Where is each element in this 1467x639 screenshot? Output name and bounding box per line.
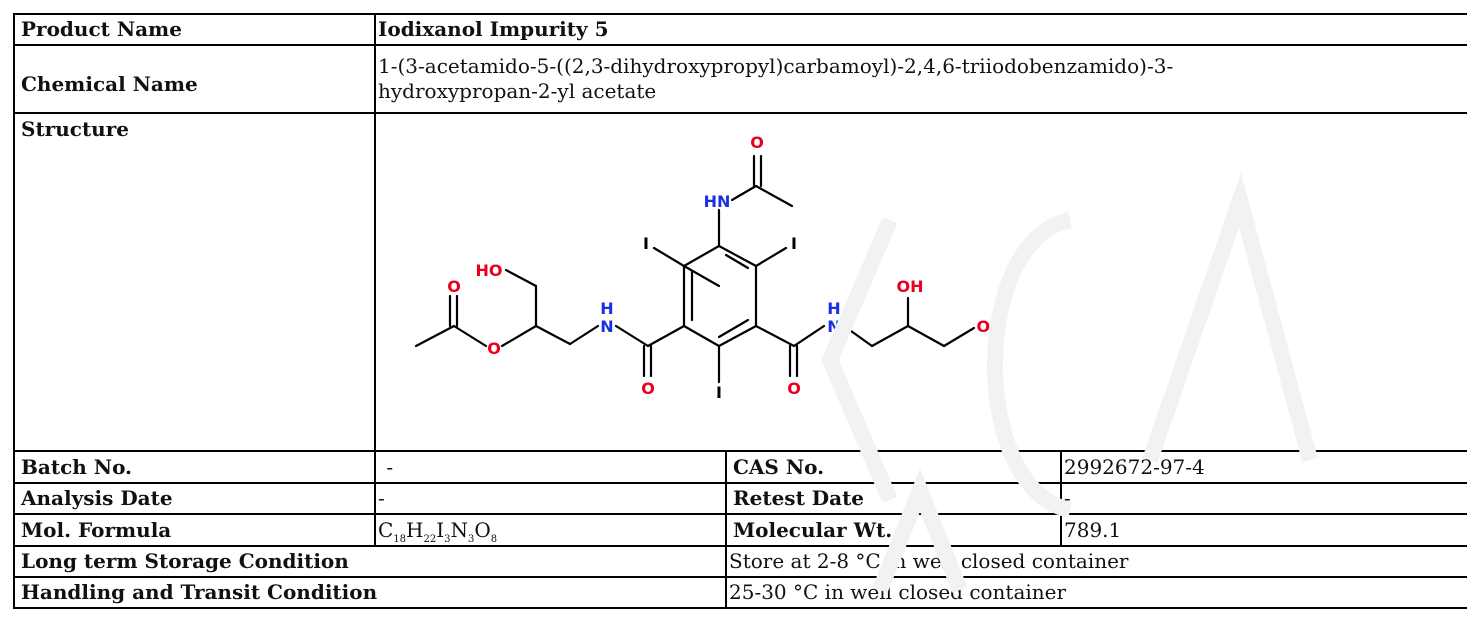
cas-no-label: CAS No.	[725, 450, 1062, 484]
formula-subscript: 3	[444, 533, 451, 545]
handling-transit-label: Handling and Transit Condition	[13, 576, 727, 609]
formula-element-h: H	[406, 517, 424, 542]
analysis-date-value: -	[374, 482, 727, 515]
spec-table: Product Name Iodixanol Impurity 5 Chemic…	[13, 13, 1467, 609]
formula-element-o: O	[474, 517, 491, 542]
product-name-label: Product Name	[13, 13, 376, 46]
long-term-storage-value: Store at 2-8 °C in well closed container	[724, 545, 1467, 578]
long-term-storage-label: Long term Storage Condition	[13, 545, 727, 578]
atom-n-right-h: H	[827, 299, 840, 318]
retest-date-value: -	[1059, 482, 1467, 515]
atom-oh-top: OH	[897, 277, 924, 296]
batch-no-label: Batch No.	[13, 450, 376, 484]
structure-bonds	[414, 154, 976, 384]
atom-o-top: O	[750, 133, 764, 152]
row-chemical-name: Chemical Name 1-(3-acetamido-5-((2,3-dih…	[13, 44, 1467, 114]
formula-subscript: 22	[423, 533, 437, 545]
product-name-value: Iodixanol Impurity 5	[373, 13, 1467, 46]
atom-oh-end: OH	[977, 317, 1004, 336]
row-structure: Structure	[13, 112, 1467, 452]
chemical-name-value: 1-(3-acetamido-5-((2,3-dihydroxypropyl)c…	[373, 44, 1467, 114]
mol-formula-label: Mol. Formula	[13, 513, 376, 547]
formula-element-i: I	[436, 517, 445, 542]
cas-no-value: 2992672-97-4	[1059, 450, 1467, 484]
molecular-wt-label: Molecular Wt.	[725, 513, 1062, 547]
atom-o-ester-carbonyl: O	[447, 277, 461, 296]
row-handling-transit: Handling and Transit Condition 25-30 °C …	[13, 576, 1467, 609]
row-batch: Batch No. - CAS No. 2992672-97-4	[13, 450, 1467, 484]
atom-i-left: I	[643, 234, 649, 253]
structure-cell: O HN I I I HO O O H N O H N O OH OH	[373, 112, 1467, 452]
atom-o-amide-right: O	[787, 379, 801, 398]
mol-formula-value: C18H22I3N3O8	[374, 513, 727, 547]
molecular-wt-value: 789.1	[1059, 513, 1467, 547]
handling-transit-value: 25-30 °C in well closed container	[724, 576, 1467, 609]
atom-i-bottom: I	[716, 383, 722, 402]
formula-subscript: 8	[490, 533, 498, 545]
formula-subscript: 3	[468, 533, 475, 545]
row-dates: Analysis Date - Retest Date -	[13, 482, 1467, 515]
formula-element-n: N	[450, 517, 469, 542]
chemical-structure-drawing: O HN I I I HO O O H N O H N O OH OH	[414, 133, 1004, 402]
structure-label: Structure	[13, 112, 376, 452]
atom-o-amide-left: O	[641, 379, 655, 398]
retest-date-label: Retest Date	[725, 482, 1062, 515]
row-product-name: Product Name Iodixanol Impurity 5	[13, 13, 1467, 46]
chemical-name-label: Chemical Name	[13, 44, 376, 114]
atom-i-right: I	[791, 234, 797, 253]
atom-nh-top: HN	[704, 192, 731, 211]
product-data-sheet: Product Name Iodixanol Impurity 5 Chemic…	[13, 13, 1467, 639]
row-formula: Mol. Formula C18H22I3N3O8 Molecular Wt. …	[13, 513, 1467, 547]
atom-n-right: N	[827, 317, 840, 336]
analysis-date-label: Analysis Date	[13, 482, 376, 515]
atom-ho-left: HO	[476, 261, 503, 280]
structure-atom-labels: O HN I I I HO O O H N O H N O OH OH	[447, 133, 1003, 402]
atom-o-ester: O	[487, 339, 501, 358]
atom-n-left: N	[600, 317, 613, 336]
formula-element-c: C	[378, 517, 394, 542]
atom-n-left-h: H	[600, 299, 613, 318]
batch-no-value: -	[374, 450, 727, 484]
formula-subscript: 18	[393, 533, 407, 545]
row-long-term-storage: Long term Storage Condition Store at 2-8…	[13, 545, 1467, 578]
